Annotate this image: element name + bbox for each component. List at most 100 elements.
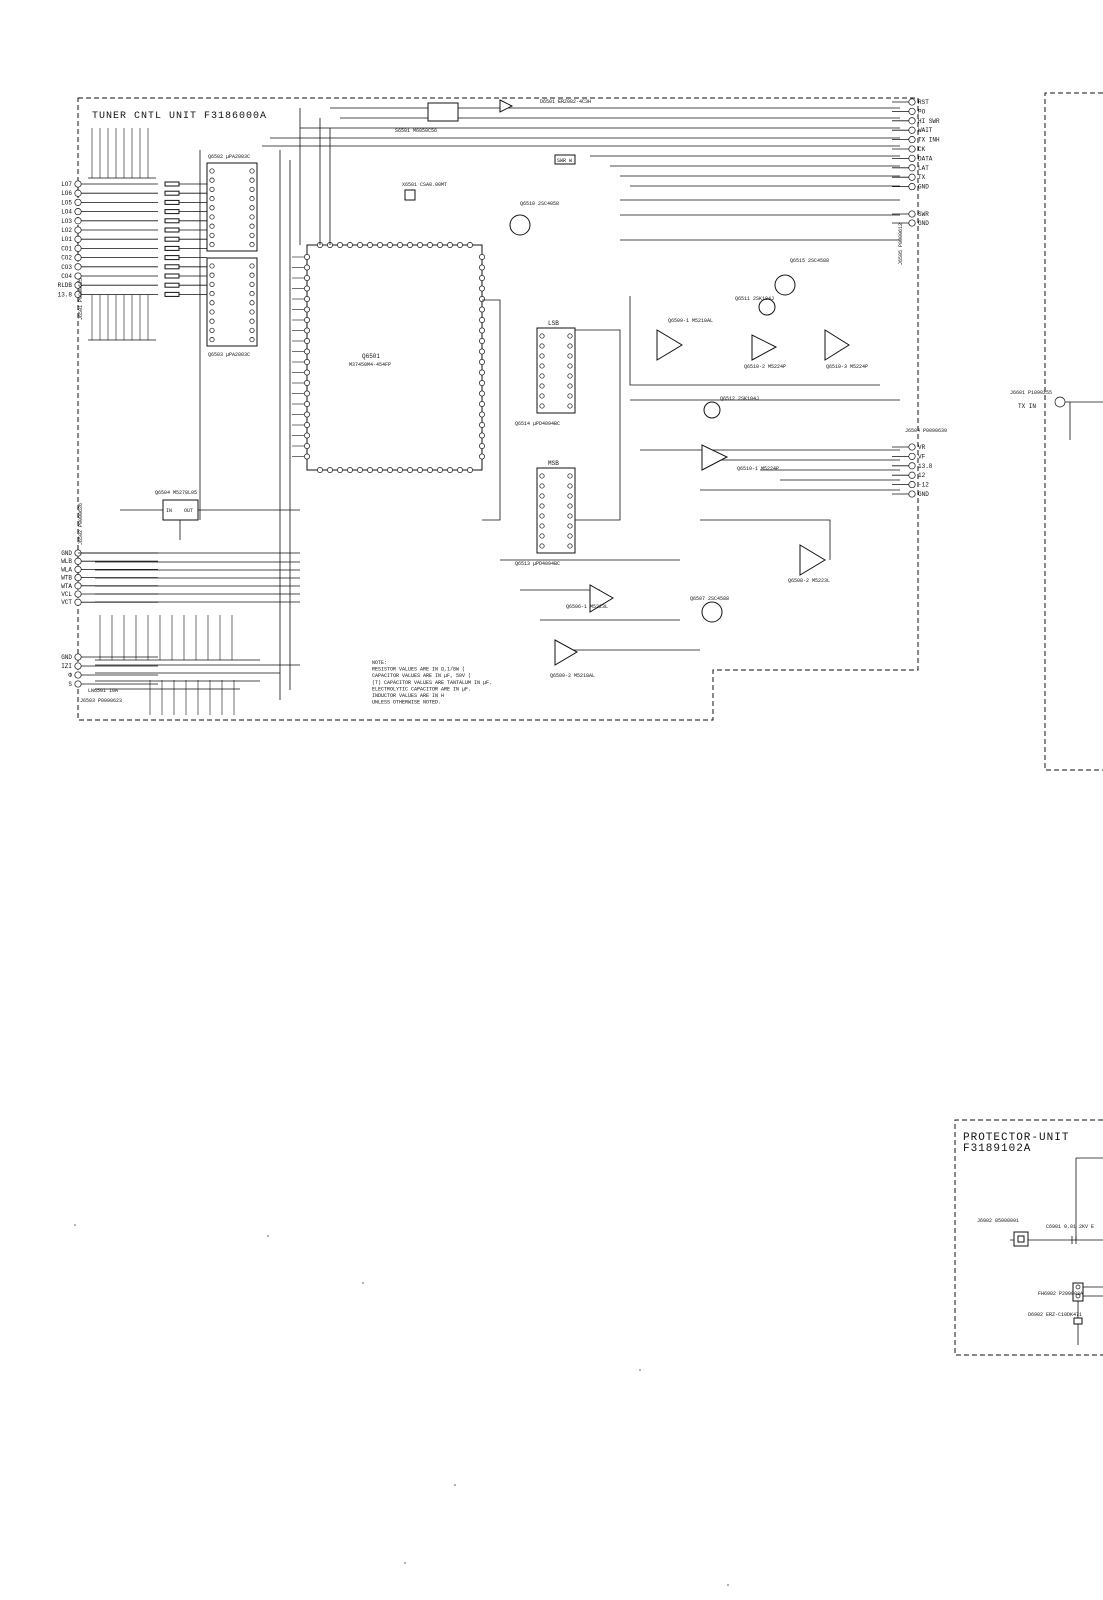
note-line: ELECTROLYTIC CAPACITOR ARE IN μF. <box>372 686 471 692</box>
mcu-q6501: Q6501 M37450M4-454FP <box>292 242 485 473</box>
svg-text:Q6510 2SC4058: Q6510 2SC4058 <box>520 201 559 207</box>
j6502-pin-label: WTA <box>61 583 72 590</box>
bus-wiring <box>78 107 900 700</box>
j6504-pin <box>908 490 916 498</box>
capacitor-array-bottom <box>95 615 260 715</box>
varistor-d6902: D6902 ERZ-C10DK471 <box>1028 1312 1083 1345</box>
connector-j6601: J6601 P1090255 TX IN <box>1010 390 1103 440</box>
j6501-pin-label: LO2 <box>61 227 72 234</box>
connector-j6505-ref: J6505 P0090612 <box>898 223 904 265</box>
connector-j6501: LO7LO6LO5LO4LO3LO2LO1CO1CO2CO3CO4RLDB13.… <box>58 180 158 298</box>
crystal-x6501: X6501 CSA8.00MT <box>402 182 447 201</box>
svg-text:Q6509-2 M5218AL: Q6509-2 M5218AL <box>550 673 595 679</box>
note-line: INDUCTOR VALUES ARE IN H <box>372 693 444 699</box>
j6501-pin-label: 13.8 <box>58 291 73 298</box>
svg-text:Q6515 2SC4588: Q6515 2SC4588 <box>790 258 829 264</box>
j6503-pin <box>74 671 82 679</box>
svg-text:Q6506-1 M5223L: Q6506-1 M5223L <box>566 604 608 610</box>
j6503-pin-label: IZI <box>61 663 72 670</box>
j6501-pin-label: LO4 <box>61 209 72 216</box>
svg-text:J6902 85000091: J6902 85000091 <box>977 1218 1019 1224</box>
j6501-pin <box>74 180 82 188</box>
j6504-pin-label: 12 <box>918 472 926 479</box>
j6505-pin <box>908 107 916 115</box>
notes-block: NOTE:RESISTOR VALUES ARE IN Ω,1/8W (CAPA… <box>372 660 492 706</box>
j6504-pin-label: 13.8 <box>918 463 933 470</box>
svg-text:C6901 0.01 2KV E: C6901 0.01 2KV E <box>1046 1224 1094 1230</box>
j6501-pin-label: LO6 <box>61 190 72 197</box>
j6505-pin-label: TX <box>918 174 926 181</box>
ic-q6503: Q6503 μPA2003C <box>206 257 258 358</box>
j6504-pin-label: VR <box>918 444 926 451</box>
j6503-pin <box>74 662 82 670</box>
ic-q6514-lsb: LSB Q6514 μPD4094BC <box>515 320 576 427</box>
j6503-pin-label: Φ <box>68 672 72 679</box>
j6502-pin <box>74 574 82 582</box>
protector-unit-title-1: PROTECTOR-UNIT <box>963 1132 1069 1144</box>
j6502-pin-label: VCL <box>61 591 72 598</box>
j6503-pin <box>74 653 82 661</box>
j6501-pin-label: RLDB <box>58 282 73 289</box>
j6501-pin <box>74 226 82 234</box>
j6504-pin <box>908 452 916 460</box>
j6505-pin-label: RST <box>918 99 929 106</box>
note-line: CAPACITOR VALUES ARE IN μF, 50V ( <box>372 673 471 679</box>
connector-j6504-ref: J6504 P0090639 <box>905 428 947 434</box>
capacitor-array-upper <box>88 128 156 179</box>
j6501-pin <box>74 217 82 225</box>
protector-unit-title-2: F3189102A <box>963 1143 1031 1155</box>
svg-text:MSB: MSB <box>548 460 559 467</box>
j6505-pin <box>908 183 916 191</box>
j6502-pin-label: WLA <box>61 566 72 573</box>
svg-text:Q6508-2 M5223L: Q6508-2 M5223L <box>788 578 830 584</box>
j6502-pin-label: WLB <box>61 558 72 565</box>
opamp-q6510-2: Q6510-2 M5224P <box>744 334 786 370</box>
j6501-pin-label: CO4 <box>61 273 72 280</box>
j6501-pin <box>74 198 82 206</box>
connector-j6503-ref: J6503 P0090623 <box>80 698 122 704</box>
svg-text:D6902 ERZ-C10DK471: D6902 ERZ-C10DK471 <box>1028 1312 1082 1318</box>
j6501-pin <box>74 235 82 243</box>
connector-j6902: J6902 85000091 <box>977 1218 1029 1247</box>
j6505-pin-label: LAT <box>918 165 929 172</box>
j6501-pin-label: CO1 <box>61 245 72 252</box>
j6502-pin <box>74 582 82 590</box>
connector-j6502-ref: J6502 P0090626 <box>78 503 84 545</box>
resistor-array-lo <box>164 181 207 297</box>
j6504-pin-label: GND <box>918 491 929 498</box>
protector-unit-border <box>954 1119 1103 1356</box>
svg-text:FH6902 P200003A: FH6902 P200003A <box>1038 1291 1083 1297</box>
svg-text:SWR W: SWR W <box>557 158 572 164</box>
transistor-q6507: Q6507 2SC4588 <box>690 596 729 623</box>
svg-text:Q6509-1 M5218AL: Q6509-1 M5218AL <box>668 318 713 324</box>
svg-text:Q6502 μPA2003C: Q6502 μPA2003C <box>208 154 250 160</box>
j6501-pin-label: LO3 <box>61 218 72 225</box>
j6501-pin <box>74 263 82 271</box>
svg-text:TX IN: TX IN <box>1018 403 1036 410</box>
capacitor-array-lower <box>88 295 156 341</box>
j6504-pin-label: VF <box>918 453 926 460</box>
opamp-q6510-1: Q6510-1 M5224P <box>701 444 779 472</box>
svg-text:Q6514 μPD4094BC: Q6514 μPD4094BC <box>515 421 560 427</box>
ic-q6513-msb: MSB Q6513 μPD4094BC <box>515 460 576 567</box>
j6504-pin-label: -12 <box>918 482 929 489</box>
j6501-pin-label: CO3 <box>61 264 72 271</box>
j6501-pin <box>74 208 82 216</box>
j6505-pin <box>908 173 916 181</box>
j6505-pin-label: CK <box>918 146 926 153</box>
svg-text:Q6512 2SK104J: Q6512 2SK104J <box>720 396 759 402</box>
note-line: NOTE: <box>372 660 387 666</box>
j6503-pin-label: S <box>68 681 72 688</box>
note-line: UNLESS OTHERWISE NOTED. <box>372 700 441 706</box>
j6505-pin <box>908 164 916 172</box>
svg-text:M37450M4-454FP: M37450M4-454FP <box>349 362 391 368</box>
j6502-pin <box>74 557 82 565</box>
note-line: (T) CAPACITOR VALUES ARE TANTALUM IN μF. <box>372 680 492 686</box>
transistor-q6512: Q6512 2SK104J <box>703 396 759 419</box>
j6502-pin <box>74 590 82 598</box>
opamp-q6509-1: Q6509-1 M5218AL <box>656 318 713 361</box>
j6501-pin-label: LO1 <box>61 236 72 243</box>
